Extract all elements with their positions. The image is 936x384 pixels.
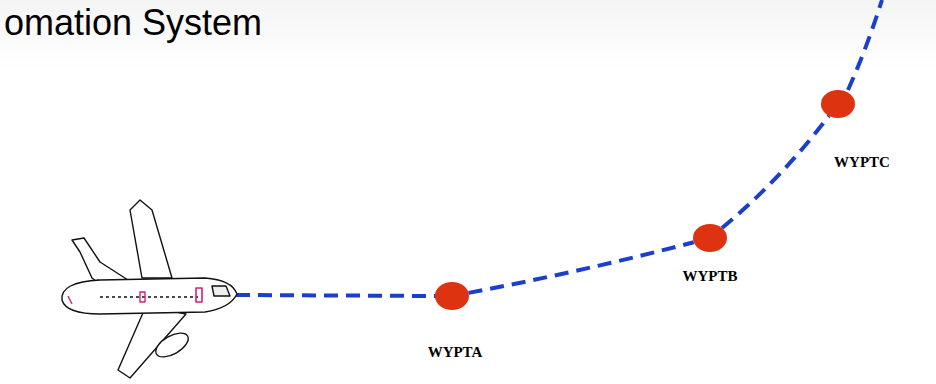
flight-path-leg (722, 116, 829, 228)
flight-path (848, 0, 882, 90)
waypoint-dot (435, 282, 469, 310)
waypoint-marker (693, 224, 727, 252)
slide-title: omation System (4, 2, 262, 44)
aircraft (62, 200, 237, 378)
waypoint-label: WYPTC (834, 154, 890, 171)
flight-path (236, 295, 436, 296)
waypoint-label: WYPTB (682, 268, 737, 285)
waypoint-dot (693, 224, 727, 252)
waypoint-dot (821, 90, 855, 118)
waypoint-label: WYPTA (428, 344, 483, 361)
waypoint-marker (435, 282, 469, 310)
flight-path-leg (469, 242, 694, 293)
waypoint-marker (821, 90, 855, 118)
